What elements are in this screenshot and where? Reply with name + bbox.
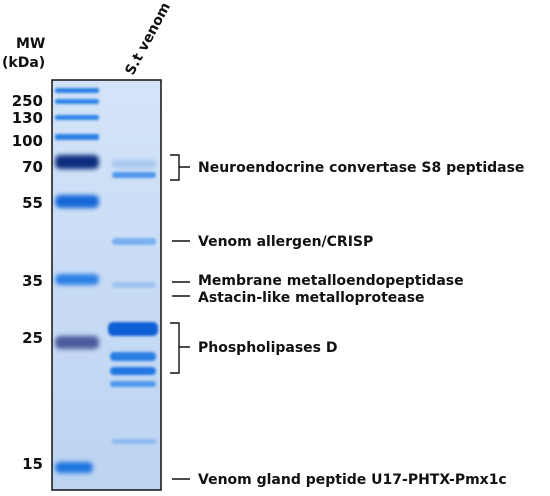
- mw-label-15: 15: [22, 455, 43, 473]
- mw-label-55: 55: [22, 194, 43, 212]
- sample-band-faint-1: [112, 160, 156, 168]
- sample-band-pld-3: [110, 367, 156, 375]
- annotation-crisp: Venom allergen/CRISP: [198, 234, 373, 250]
- marker-band-70: [55, 155, 99, 169]
- annotation-labels: Neuroendocrine convertase S8 peptidase V…: [198, 160, 524, 488]
- sample-band-s8: [112, 172, 156, 178]
- mw-labels: 250 130 100 70 55 35 25 15: [12, 92, 43, 473]
- mw-label-70: 70: [22, 158, 43, 176]
- bracket-s8: [170, 154, 190, 181]
- mw-label-35: 35: [22, 272, 43, 290]
- marker-band-55: [55, 195, 99, 208]
- marker-band-35: [55, 274, 99, 285]
- marker-band-100: [55, 134, 99, 140]
- annotation-u17-peptide: Venom gland peptide U17-PHTX-Pmx1c: [198, 472, 507, 488]
- marker-band-15: [55, 462, 93, 473]
- annotation-phospholipases-d: Phospholipases D: [198, 340, 338, 356]
- sample-band-crisp: [112, 238, 156, 245]
- gel-frame: [51, 79, 162, 491]
- kda-header: (kDa): [2, 55, 45, 71]
- annotation-membrane-metalloendopeptidase: Membrane metalloendopeptidase: [198, 273, 464, 289]
- bracket-pld: [170, 322, 190, 374]
- annotation-astacin: Astacin-like metalloprotease: [198, 290, 425, 306]
- sample-band-pld-2: [110, 352, 156, 361]
- marker-band-top: [55, 88, 99, 93]
- mw-label-250: 250: [12, 92, 43, 110]
- annotation-markers: [170, 154, 190, 480]
- mw-label-100: 100: [12, 132, 43, 150]
- mw-label-25: 25: [22, 329, 43, 347]
- sample-band-faint-2: [112, 439, 156, 444]
- sample-band-membrane: [112, 282, 156, 288]
- sample-band-pld-4: [110, 381, 156, 387]
- marker-band-25: [55, 336, 99, 349]
- mw-header: MW: [16, 36, 45, 52]
- lane-label: S.t venom: [122, 0, 174, 78]
- marker-lane: [55, 88, 99, 473]
- marker-band-130: [55, 115, 99, 120]
- sample-band-pld-1: [108, 322, 158, 336]
- mw-label-130: 130: [12, 109, 43, 127]
- sample-lane: [108, 160, 158, 444]
- marker-band-250: [55, 99, 99, 104]
- annotation-s8-peptidase: Neuroendocrine convertase S8 peptidase: [198, 160, 524, 176]
